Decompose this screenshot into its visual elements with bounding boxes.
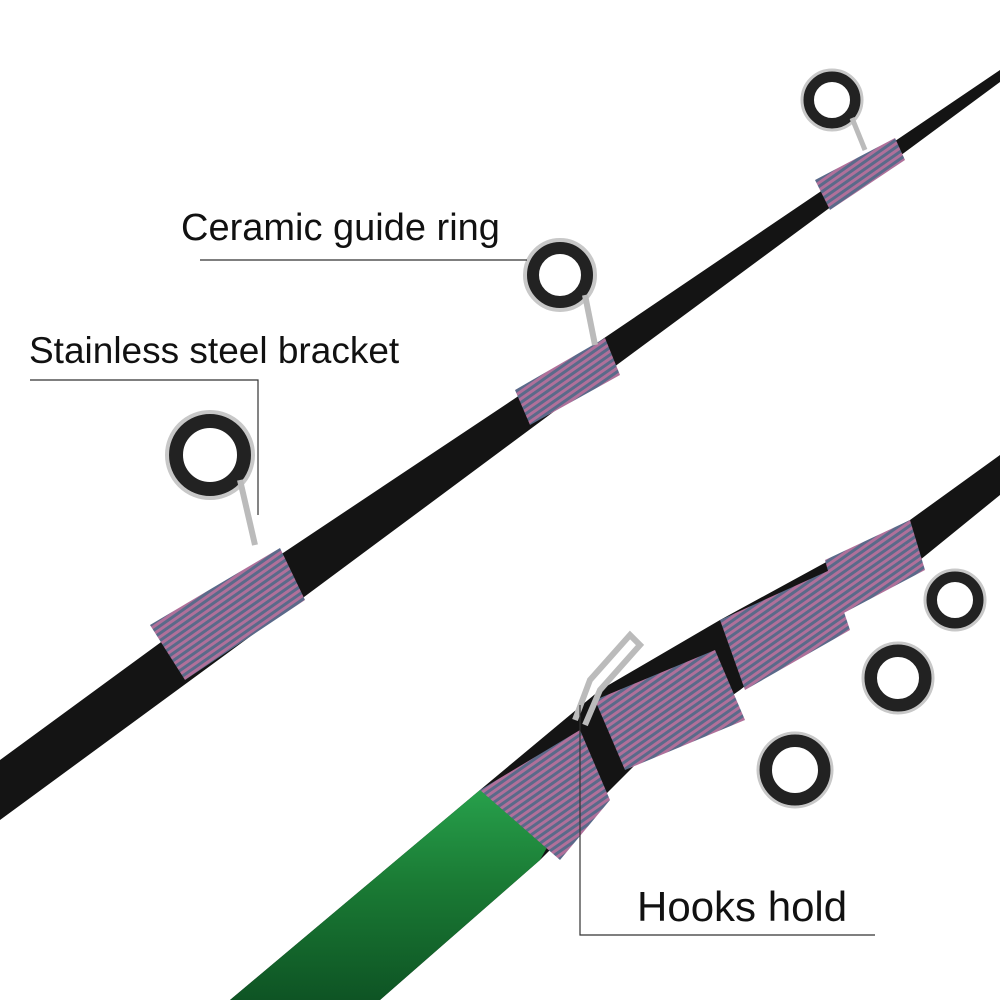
stainless-steel-bracket-label: Stainless steel bracket (29, 330, 400, 371)
thread-wrap (815, 138, 905, 210)
thread-wrap (150, 548, 305, 680)
guide-ring-icon (167, 412, 253, 498)
thread-wrap (825, 520, 925, 615)
guide-ring-icon (802, 70, 862, 130)
guide-ring-icon (758, 733, 832, 807)
guide-ring-icon (863, 643, 933, 713)
lower-rod (230, 455, 1000, 1000)
thread-wrap (515, 338, 620, 425)
guide-ring-icon (925, 570, 985, 630)
leader-line (30, 379, 259, 515)
thread-wrap (480, 730, 610, 860)
hook-keeper-icon (572, 630, 645, 727)
hooks-hold-label: Hooks hold (637, 883, 848, 930)
thread-wrap (720, 570, 850, 690)
guide-ring-icon (525, 240, 595, 310)
upper-rod (0, 68, 1000, 820)
thread-wrap (595, 650, 745, 770)
ceramic-guide-ring-label: Ceramic guide ring (181, 207, 500, 249)
leader-line (579, 705, 875, 936)
